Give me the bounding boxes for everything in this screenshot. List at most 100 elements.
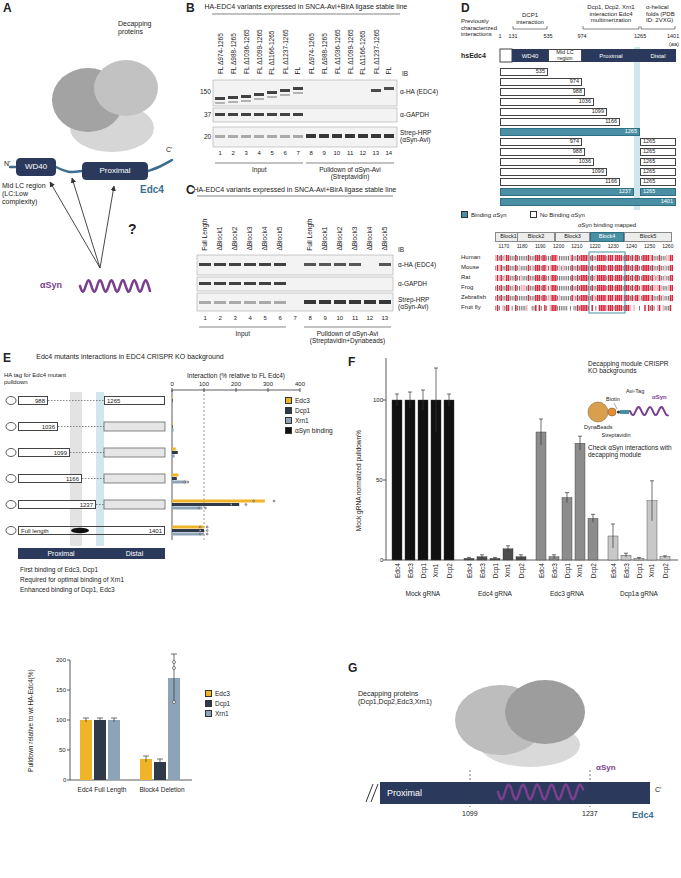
construct-bar: 988 [500, 148, 585, 156]
construct-tail [104, 474, 165, 483]
alignment-residue [497, 295, 499, 301]
alignment-residue [655, 285, 657, 291]
alignment-residue [653, 296, 655, 301]
alignment-residue [498, 256, 500, 261]
blot-band [228, 113, 238, 116]
blot-band [215, 102, 225, 104]
construct-bar: 1265 [640, 178, 676, 186]
residue-tick: 1099 [462, 810, 478, 818]
legend-item: Binding αSyn [461, 211, 507, 218]
interaction-bar [172, 425, 174, 428]
alignment-residue [617, 275, 619, 281]
boundary-line [590, 770, 591, 807]
pulldown-bar [140, 759, 152, 780]
category-label: Dcp2 [661, 563, 668, 578]
construct-bar: 1265 [640, 158, 676, 166]
alignment-residue [504, 266, 506, 271]
alignment-residue [668, 285, 670, 291]
alignment-residue [642, 285, 644, 291]
alignment-residue [575, 266, 577, 271]
alignment-residue [622, 266, 624, 271]
legend-item: Dcp1 [285, 407, 310, 414]
break-mark [371, 784, 378, 802]
blot-band [214, 263, 226, 266]
alignment-residue [642, 265, 644, 271]
construct-bar: 1237 [500, 188, 634, 196]
alignment-residue [511, 276, 513, 281]
domain-annotation: Previously characterized interactions [461, 18, 503, 38]
alignment-residue [535, 255, 537, 261]
blot-strip [213, 127, 397, 147]
alignment-residue [595, 306, 597, 311]
alignment-residue [629, 276, 631, 281]
alignment-residue [581, 265, 583, 271]
blot-band [319, 263, 331, 266]
alignment-residue [508, 305, 510, 311]
blot-axis: IB [402, 70, 408, 77]
alignment-residue [515, 295, 517, 301]
interaction-bar [172, 474, 178, 477]
alignment-residue [639, 256, 641, 261]
alignment-residue [517, 306, 519, 311]
alignment-residue [542, 255, 544, 261]
alignment-residue [615, 255, 617, 261]
alignment-residue [621, 305, 623, 311]
blot-band [259, 301, 271, 304]
lane-header: FL Δ1099-1265 [255, 29, 262, 74]
box-text: 1265 [107, 398, 120, 404]
alignment-residue [524, 285, 526, 291]
legend-text: Edc3 [215, 690, 230, 697]
alignment-residue [617, 255, 619, 261]
binding-arrow [72, 178, 100, 268]
alignment-residue [639, 306, 641, 311]
alignment-residue [560, 286, 562, 291]
legend-swatch [205, 710, 212, 717]
alignment-residue [539, 285, 541, 291]
alignment-residue [584, 305, 586, 311]
box-text: WD40 [25, 163, 47, 171]
alignment-residue [670, 275, 672, 281]
alignment-residue [662, 266, 664, 271]
alignment-residue [522, 266, 524, 271]
interaction-bar [172, 448, 176, 451]
alignment-residue [535, 305, 537, 311]
alignment-residue [564, 286, 566, 291]
alignment-residue [613, 266, 615, 271]
alignment-residue [555, 285, 557, 291]
alignment-residue [535, 275, 537, 281]
alignment-residue [549, 256, 551, 261]
alignment-residue [568, 286, 570, 291]
lane-number: 9 [323, 150, 326, 157]
alignment-residue [672, 295, 674, 301]
chart-axis [386, 358, 387, 560]
alignment-residue [655, 256, 657, 261]
alignment-residue [539, 265, 541, 271]
lane-number: 11 [347, 150, 353, 157]
box-text: 1036 [42, 424, 55, 430]
alignment-residue [544, 295, 546, 301]
antibody-label: α-GAPDH [398, 280, 427, 287]
blot-band [267, 135, 277, 138]
alignment-residue [584, 275, 586, 281]
alignment-residue [610, 265, 612, 271]
lane-header: ΔBlock1 [216, 226, 223, 250]
region-bracket [675, 26, 676, 29]
alignment-residue [599, 305, 601, 311]
alignment-residue [520, 285, 522, 291]
alignment-residue [672, 275, 674, 281]
alignment-residue [639, 286, 641, 291]
error-bar [613, 524, 614, 548]
alignment-residue [570, 255, 572, 261]
alignment-residue [655, 296, 657, 301]
alignment-residue [513, 285, 515, 291]
alignment-residue [661, 285, 663, 291]
alignment-residue [579, 296, 581, 301]
alignment-residue [575, 296, 577, 301]
alignment-residue [611, 275, 613, 281]
blot-strip [197, 293, 393, 311]
construct-bar: 1265 [640, 168, 676, 176]
alignment-residue [539, 295, 541, 301]
binding-arrow [50, 182, 100, 268]
title-rule [212, 14, 400, 15]
blot-band [267, 113, 277, 116]
